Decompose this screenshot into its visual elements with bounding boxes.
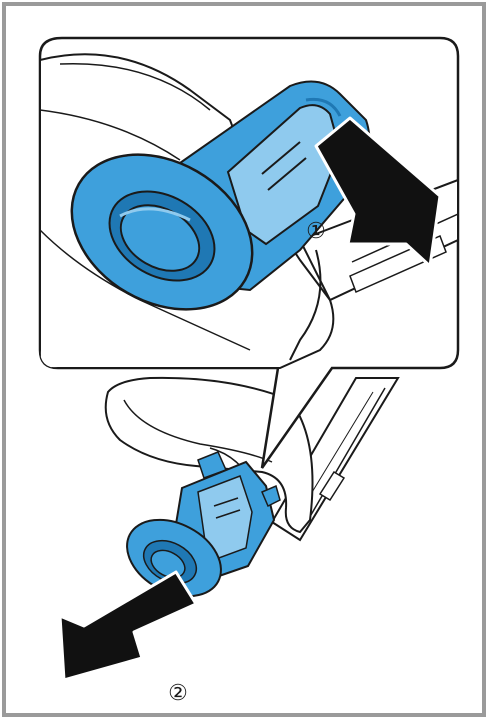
step-2-label: ② [168, 680, 188, 705]
step-1-label: ① [306, 218, 326, 243]
